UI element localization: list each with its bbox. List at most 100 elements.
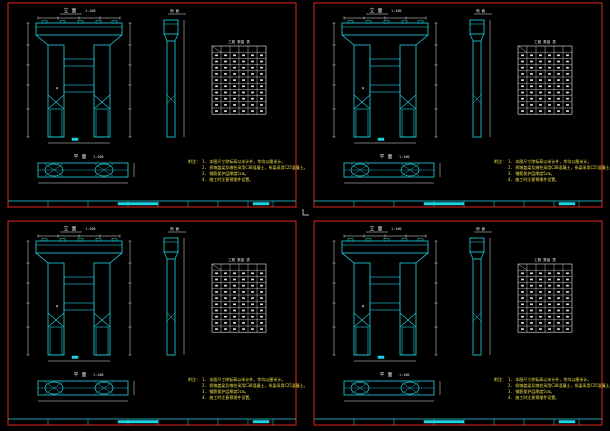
table-header-diagonal (211, 263, 222, 271)
table-cell-mark (566, 79, 569, 81)
table-cell-mark (521, 278, 524, 281)
table-cell-mark (521, 110, 524, 112)
side-column (166, 40, 176, 138)
title-block-number-bar (558, 202, 576, 206)
table-cell-mark (215, 110, 218, 112)
title-block (8, 200, 296, 207)
notes-line: 1. 本图尺寸除标高以米计外，余均以厘米计。 (508, 158, 591, 164)
table-cell-mark (548, 309, 551, 312)
table-cell-mark (242, 60, 245, 63)
table-cell-mark (521, 91, 524, 94)
cap-slope-right (415, 252, 429, 264)
table-cell-mark (530, 284, 533, 287)
table-cell-mark (566, 104, 569, 106)
table-cell-mark (224, 91, 227, 94)
table-cell-mark (215, 272, 218, 275)
plan-pile-circle (44, 381, 64, 395)
table-cell-mark (233, 284, 236, 287)
table-cell-mark (242, 85, 245, 88)
table-cell-mark (566, 328, 569, 330)
table-cell-mark (251, 303, 254, 306)
tie-beam-lower (63, 302, 95, 311)
side-cap-slope (163, 251, 168, 260)
plan-pile-cross (44, 381, 64, 395)
title-block-name-bar (117, 420, 159, 424)
notes-line: 4. 施工时注意预埋件设置。 (202, 394, 253, 400)
table-cell-mark (548, 104, 551, 106)
side-cap-slope (480, 251, 485, 260)
table-cell-mark (233, 110, 236, 112)
table-cell-mark (539, 322, 542, 324)
table-cell-mark (530, 60, 533, 63)
notes-title: 附注： (188, 376, 200, 382)
quantity-table: 工程 数量 表 (517, 39, 573, 115)
cap-slope-left (35, 34, 49, 46)
title-block (314, 200, 602, 207)
notes-block: 附注：1. 本图尺寸除标高以米计外，余均以厘米计。2. 桥墩盖梁及墩柱采用C30… (188, 376, 308, 400)
plan-pile-circle (350, 163, 370, 177)
plan-pile-circle (400, 381, 420, 395)
table-cell-mark (548, 291, 551, 293)
table-cell-mark (224, 297, 227, 299)
table-cell-mark (539, 54, 542, 57)
cap-slope-right (109, 252, 123, 264)
bearing-pad (417, 238, 424, 242)
table-cell-mark (548, 91, 551, 94)
cap-slope-left (341, 34, 355, 46)
table-cell-mark (233, 328, 236, 330)
notes-line: 3. 钢筋保护层厚度5cm。 (508, 170, 554, 176)
table-cell-mark (260, 79, 263, 81)
table-cell-mark (242, 66, 245, 69)
table-cell-mark (224, 284, 227, 287)
plan-pile-cross (400, 163, 420, 177)
table-cell-mark (233, 272, 236, 275)
dimension-label-box (71, 355, 79, 359)
bearing-pad (111, 20, 118, 24)
notes-line: 1. 本图尺寸除标高以米计外，余均以厘米计。 (202, 158, 285, 164)
table-cell-mark (566, 284, 569, 287)
table-cell-mark (530, 85, 533, 88)
bearing-pad (401, 20, 408, 24)
plan-pile-cross (350, 381, 370, 395)
table-cell-mark (530, 79, 533, 81)
table-cell-mark (215, 309, 218, 312)
table-cell-mark (251, 97, 254, 100)
notes-line: 3. 钢筋保护层厚度5cm。 (508, 388, 554, 394)
side-elevation-title: 侧 面 (170, 8, 180, 13)
sheet-border (7, 220, 297, 426)
table-cell-mark (521, 297, 524, 299)
table-cell-mark (557, 85, 560, 88)
table-cell-mark (233, 91, 236, 94)
quantity-table: 工程 数量 表 (211, 39, 267, 115)
table-cell-mark (557, 297, 560, 299)
table-cell-mark (224, 110, 227, 112)
table-cell-mark (539, 73, 542, 75)
table-cell-mark (521, 284, 524, 287)
table-cell-mark (557, 91, 560, 94)
notes-line: 4. 施工时注意预埋件设置。 (508, 394, 559, 400)
table-cell-mark (260, 278, 263, 281)
bearing-pad (77, 20, 84, 24)
table-cell-mark (224, 328, 227, 330)
table-cell-mark (548, 85, 551, 88)
table-cell-mark (521, 79, 524, 81)
table-cell-mark (539, 297, 542, 299)
table-cell-mark (233, 54, 236, 57)
table-cell-mark (260, 284, 263, 287)
table-cell-mark (233, 303, 236, 306)
table-cell-mark (260, 91, 263, 94)
table-cell-mark (557, 79, 560, 81)
front-elevation-scale: 1:100 (85, 227, 96, 231)
side-brace (472, 94, 482, 104)
table-cell-mark (539, 291, 542, 293)
tie-beam-upper (63, 58, 95, 67)
pile-left (49, 326, 63, 356)
table-cell-mark (539, 91, 542, 94)
table-cell-mark (251, 110, 254, 112)
plan-pile-cross (400, 381, 420, 395)
table-cell-mark (521, 97, 524, 100)
brace-line (399, 94, 417, 110)
